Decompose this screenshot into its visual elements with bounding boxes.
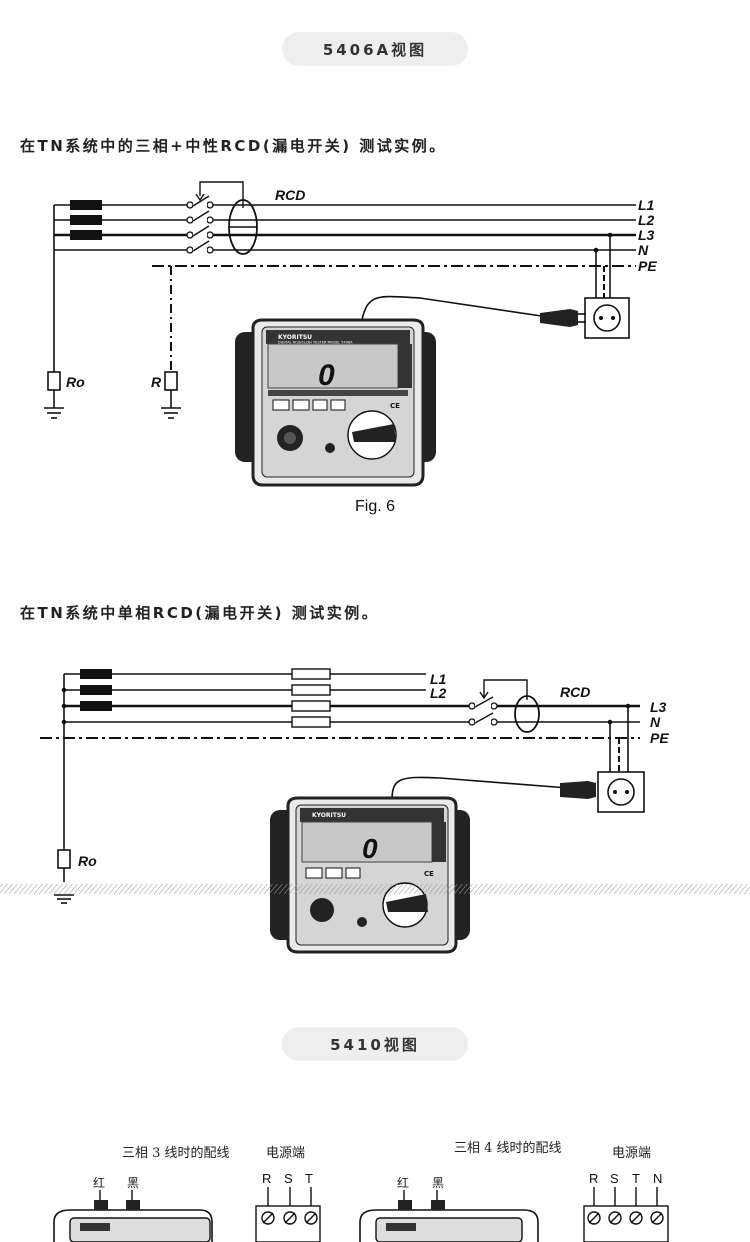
- meter-brand: KYORITSU: [312, 812, 346, 819]
- section-pill-5410: 5410视图: [282, 1027, 468, 1061]
- section-pill-label: 5406A视图: [322, 40, 428, 59]
- right-red-label: 红: [397, 1175, 409, 1190]
- rcd-label: RCD: [560, 684, 590, 700]
- diagram-5410-wiring: 三相 3 线时的配线 电源端 红 黑 R S T 三相 4 线时的配线 电源端 …: [53, 1140, 669, 1242]
- resistor-ro: [47, 371, 61, 391]
- ground-icon: [161, 407, 181, 419]
- example2-heading: 在TN系统中单相RCD(漏电开关) 测试实例。: [20, 604, 380, 622]
- resistor-r: [164, 371, 178, 391]
- right-terminal-s: S: [610, 1171, 619, 1186]
- diagram-single-phase-rcd: RCD L1 L2 L3 N PE Ro KYORITSU 0 CE: [0, 668, 750, 954]
- left-caption: 三相 3 线时的配线: [122, 1145, 230, 1161]
- meter-5406a-2: KYORITSU 0 CE: [270, 796, 470, 954]
- label-pe: PE: [638, 258, 657, 274]
- rcd-label: RCD: [275, 187, 305, 203]
- meter-display-value: 0: [362, 833, 378, 864]
- label-l1: L1: [638, 197, 655, 213]
- meter-ce-mark: CE: [390, 402, 400, 410]
- label-l1: L1: [430, 671, 447, 687]
- label-l2: L2: [638, 212, 655, 228]
- left-terminal-t: T: [305, 1171, 313, 1186]
- section-pill-label: 5410视图: [330, 1035, 420, 1054]
- meter-model: DIGITAL RCD(ELCB) TESTER MODEL 5406A: [278, 341, 353, 345]
- left-black-label: 黑: [127, 1176, 139, 1190]
- section-pill-5406a: 5406A视图: [282, 32, 468, 66]
- resistor-ro: [57, 849, 71, 869]
- fig-caption: Fig. 6: [354, 498, 395, 515]
- left-red-label: 红: [93, 1175, 105, 1190]
- ground-icon: [54, 894, 74, 904]
- meter-5406a: KYORITSU DIGITAL RCD(ELCB) TESTER MODEL …: [235, 318, 436, 487]
- label-l2: L2: [430, 685, 447, 701]
- label-ro: Ro: [66, 374, 85, 390]
- plug-icon: [560, 781, 596, 799]
- label-l3: L3: [638, 227, 655, 243]
- left-terminal-r: R: [262, 1171, 271, 1186]
- right-black-label: 黑: [432, 1176, 444, 1190]
- label-n: N: [638, 242, 649, 258]
- label-ro: Ro: [78, 853, 97, 869]
- label-l3: L3: [650, 699, 667, 715]
- label-n: N: [650, 714, 661, 730]
- label-pe: PE: [650, 730, 669, 746]
- cut-hatch-band: [0, 884, 750, 894]
- right-caption: 三相 4 线时的配线: [454, 1140, 562, 1156]
- left-power-label: 电源端: [266, 1146, 305, 1161]
- diagram-three-phase-rcd: RCD L1 L2 L3 N PE Ro R KYORITSU DIGITAL …: [44, 181, 657, 487]
- meter-ce-mark: CE: [424, 870, 434, 878]
- right-terminal-r: R: [589, 1171, 598, 1186]
- right-terminal-n: N: [653, 1171, 662, 1186]
- meter-display-value: 0: [318, 359, 335, 392]
- right-terminal-t: T: [632, 1171, 640, 1186]
- left-terminal-s: S: [284, 1171, 293, 1186]
- meter-brand: KYORITSU: [278, 334, 312, 341]
- ground-icon: [44, 407, 64, 419]
- label-r: R: [151, 374, 162, 390]
- plug-icon: [540, 309, 578, 327]
- right-power-label: 电源端: [612, 1146, 651, 1161]
- example1-heading: 在TN系统中的三相+中性RCD(漏电开关) 测试实例。: [20, 137, 447, 155]
